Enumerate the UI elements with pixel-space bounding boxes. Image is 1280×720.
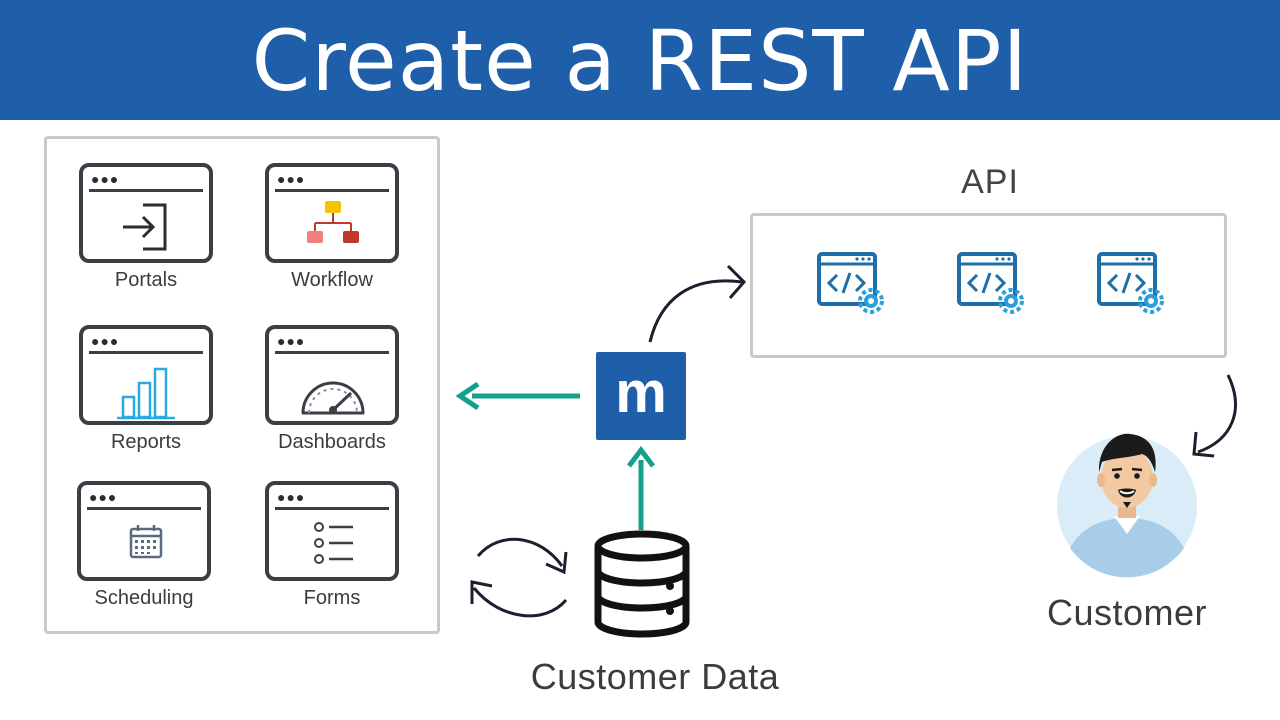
title-banner: Create a REST API — [0, 0, 1280, 120]
customer-avatar — [1057, 433, 1197, 578]
calendar-icon — [129, 525, 163, 559]
forms-label: Forms — [303, 587, 361, 609]
customer-data-label: Customer Data — [530, 656, 780, 697]
api-panel — [750, 213, 1227, 358]
reports-window: ●●● — [79, 325, 213, 425]
platform-logo: m — [596, 352, 686, 440]
window-dots: ●●● — [91, 171, 120, 187]
sync-arrow-top-head — [545, 551, 568, 575]
app-dashboards: ●●● Dashboards — [265, 325, 403, 465]
portals-label: Portals — [114, 269, 178, 291]
window-dots: ●●● — [277, 489, 306, 505]
portals-window: ●●● — [79, 163, 213, 263]
workflow-icon — [307, 201, 359, 243]
customer-label: Customer — [1046, 592, 1208, 633]
window-dots: ●●● — [91, 333, 120, 349]
window-bar — [87, 507, 201, 510]
database-icon — [594, 530, 690, 638]
api-code-icon — [957, 252, 1024, 314]
api-code-icon — [817, 252, 884, 314]
window-dots: ●●● — [277, 171, 306, 187]
arrow-to-api — [648, 279, 743, 343]
gauge-icon — [301, 381, 365, 415]
window-bar — [275, 189, 389, 192]
window-bar — [89, 351, 203, 354]
dashboards-label: Dashboards — [278, 431, 386, 453]
scheduling-window: ●●● — [77, 481, 211, 581]
arrow-to-apps-head — [455, 381, 480, 411]
arrow-to-customer-head — [1192, 431, 1215, 458]
applications-panel: ●●● Portals ●●● Workflow — [44, 136, 440, 634]
arrow-to-customer — [1197, 374, 1237, 454]
sign-in-icon — [123, 203, 167, 251]
window-dots: ●●● — [277, 333, 306, 349]
reports-label: Reports — [110, 431, 182, 453]
app-workflow: ●●● Workflow — [265, 163, 403, 303]
window-bar — [275, 351, 389, 354]
form-list-icon — [314, 522, 353, 564]
dashboards-window: ●●● — [265, 325, 399, 425]
bar-chart-icon — [117, 367, 175, 420]
logo-letter: m — [615, 360, 667, 425]
workflow-window: ●●● — [265, 163, 399, 263]
app-forms: ●●● Forms — [265, 481, 403, 621]
window-dots: ●●● — [89, 489, 118, 505]
api-label: API — [961, 163, 1019, 201]
workflow-label: Workflow — [291, 269, 373, 291]
api-code-icon — [1097, 252, 1164, 314]
app-reports: ●●● Reports — [79, 325, 217, 465]
sync-arrow-bottom-head — [470, 580, 493, 604]
scheduling-label: Scheduling — [94, 587, 194, 609]
app-scheduling: ●●● Scheduling — [77, 481, 215, 621]
window-bar — [275, 507, 389, 510]
app-portals: ●●● Portals — [79, 163, 217, 303]
arrow-to-api-head — [726, 264, 747, 299]
arrow-to-logo-head — [627, 445, 655, 468]
sync-arrow-top — [476, 537, 564, 567]
page-title: Create a REST API — [251, 12, 1029, 110]
forms-window: ●●● — [265, 481, 399, 581]
window-bar — [89, 189, 203, 192]
sync-arrow-bottom — [472, 587, 568, 618]
